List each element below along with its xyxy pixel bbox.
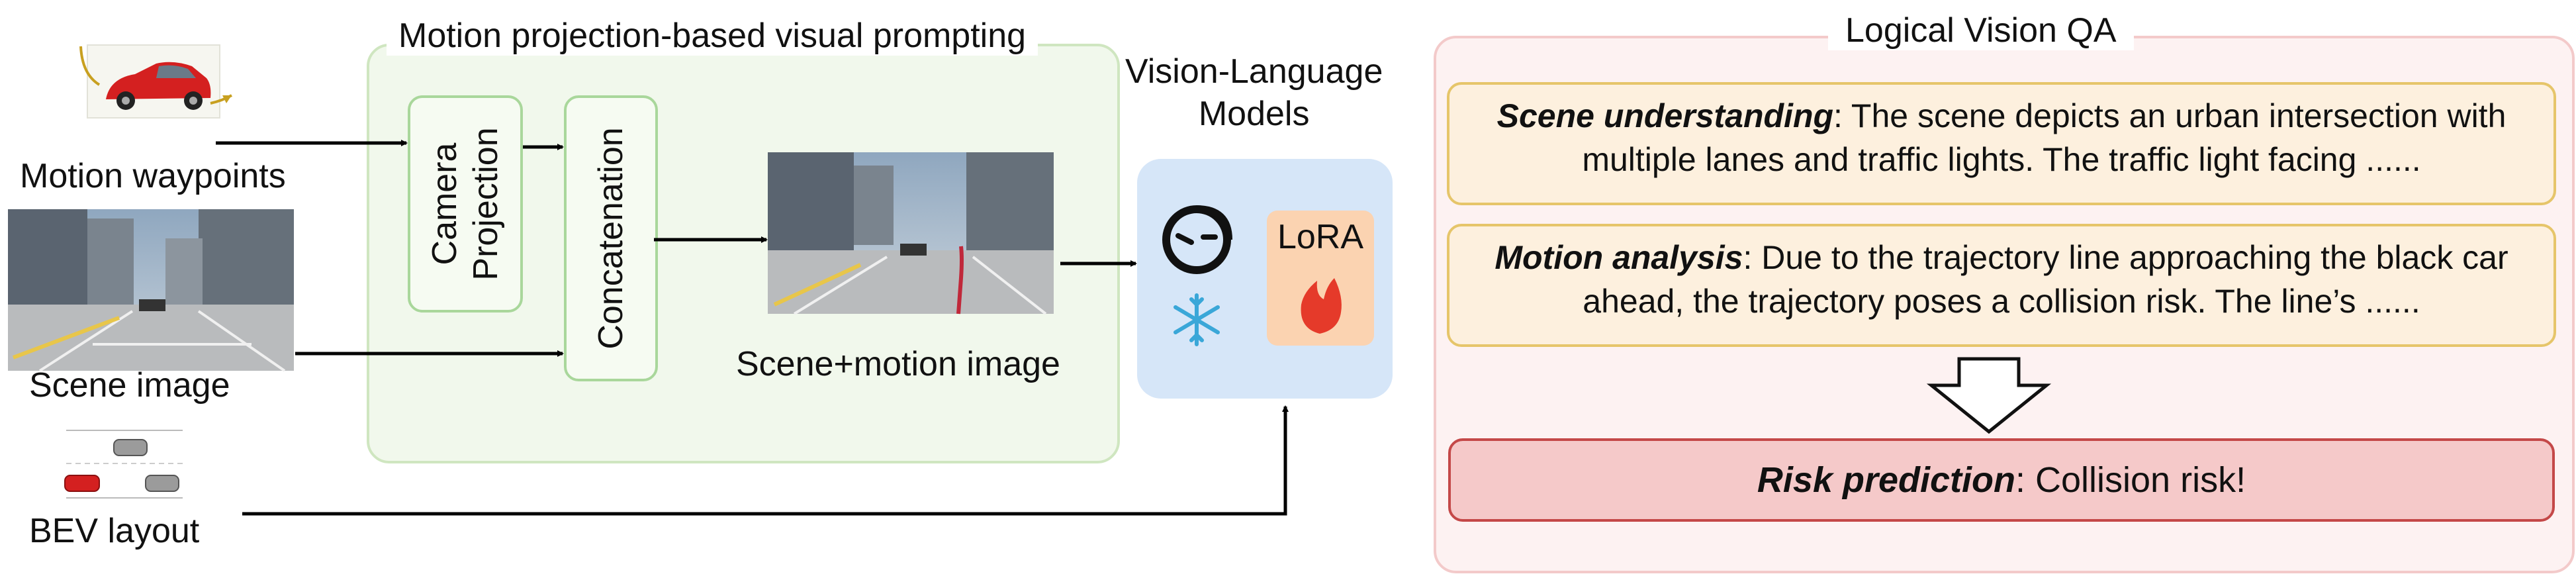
- scene-understanding-text: : The scene depicts an urban intersectio…: [1582, 97, 2507, 178]
- bev-cars-icon: [64, 430, 183, 499]
- scene-understanding-heading: Scene understanding: [1496, 97, 1834, 134]
- scene-motion-image-label: Scene+motion image: [736, 345, 1060, 383]
- motion-analysis-heading: Motion analysis: [1495, 239, 1743, 276]
- scene-understanding-card: Scene understanding: The scene depicts a…: [1447, 82, 2556, 205]
- risk-prediction-heading: Risk prediction: [1757, 460, 2015, 500]
- scene-motion-photo: [768, 152, 1054, 315]
- lora-label: LoRA: [1277, 218, 1364, 256]
- motion-waypoints-label: Motion waypoints: [20, 157, 286, 195]
- bev-layout-label: BEV layout: [29, 512, 200, 550]
- camera-projection-block: Camera Projection: [408, 95, 523, 313]
- visual-prompting-title: Motion projection-based visual prompting: [387, 16, 1038, 56]
- red-car-icon: [87, 44, 220, 119]
- risk-prediction-text: : Collision risk!: [2015, 460, 2246, 500]
- scene-photo: [8, 209, 294, 372]
- vlm-title: Vision-Language Models: [1125, 52, 1383, 133]
- logical-qa-title: Logical Vision QA: [1828, 11, 2134, 50]
- openai-logo-icon: [1162, 205, 1232, 274]
- motion-analysis-text: : Due to the trajectory line approaching…: [1583, 239, 2508, 320]
- down-arrow-icon: [1926, 357, 2052, 434]
- scene-image-label: Scene image: [29, 366, 230, 405]
- flame-icon: [1301, 278, 1342, 334]
- motion-analysis-card: Motion analysis: Due to the trajectory l…: [1447, 224, 2556, 347]
- risk-prediction-card: Risk prediction: Collision risk!: [1448, 438, 2555, 522]
- snowflake-icon: [1173, 293, 1220, 346]
- waypoint-arrow-icon: [79, 46, 232, 105]
